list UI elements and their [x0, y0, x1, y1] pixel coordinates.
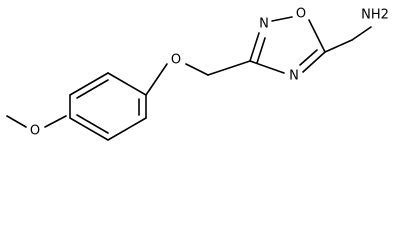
- bond-ch2-nh2: [351, 26, 372, 41]
- bond-c5-n4: [302, 51, 326, 73]
- bond-o-ring: [44, 115, 67, 128]
- atom-methoxy-oxygen: O: [30, 124, 40, 139]
- bond-benzene-1: [69, 72, 109, 96]
- bond-ring-ether-o: [145, 63, 168, 96]
- atom-ring-oxygen-1: O: [296, 7, 306, 22]
- bond-c5-ch2: [324, 39, 353, 53]
- bond-benzene-2: [107, 72, 147, 96]
- atom-ring-nitrogen-4: N: [289, 69, 299, 84]
- bond-methyl-o: [6, 115, 27, 128]
- bond-ch2-oxadiazole: [207, 60, 251, 76]
- molecule-diagram: O O N O N NH2: [6, 7, 389, 141]
- atom-ring-nitrogen-2: N: [259, 17, 269, 32]
- bond-benzene-5: [69, 117, 109, 141]
- bond-c5-n4-double: [299, 49, 318, 66]
- bond-n2-o1: [271, 16, 293, 22]
- bond-c3-n2: [249, 32, 260, 62]
- atom-ether-oxygen: O: [171, 53, 181, 68]
- bond-benzene-double-a: [76, 79, 109, 99]
- bond-c3-n2-double: [256, 37, 266, 64]
- bond-ether-o-ch2: [185, 63, 209, 76]
- bond-benzene-double-c: [76, 114, 109, 134]
- bond-o1-c5: [308, 19, 326, 53]
- bond-benzene-4: [107, 117, 147, 141]
- bond-n4-c3: [249, 60, 285, 74]
- atom-amine: NH2: [361, 8, 389, 23]
